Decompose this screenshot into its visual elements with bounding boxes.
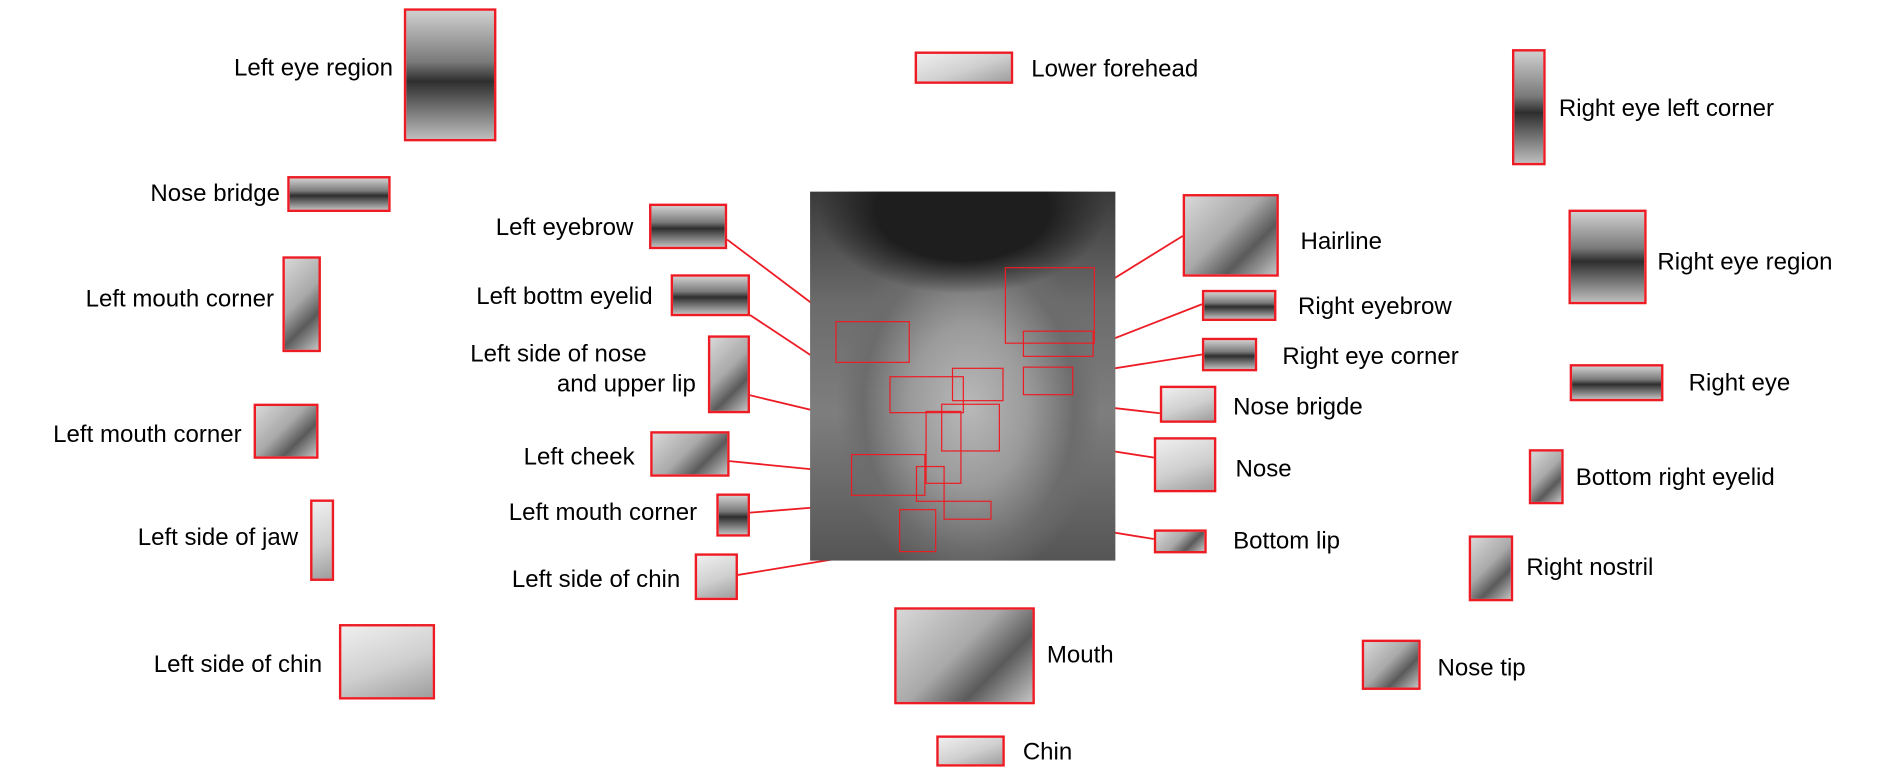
label-left-side-of-jaw: Left side of jaw [138,525,298,551]
face-box-bottom-lip [943,501,991,520]
label-lower-forehead: Lower forehead [1031,56,1198,82]
label-left-eye-region: Left eye region [234,55,393,81]
label-left-side-of-chin-outer: Left side of chin [154,652,322,678]
label-hairline: Hairline [1300,229,1382,255]
patch-hairline [1183,194,1279,277]
label-right-eyebrow: Right eyebrow [1298,293,1452,319]
label-left-mouth-corner-1: Left mouth corner [86,286,274,312]
label-right-nostril: Right nostril [1526,555,1653,581]
label-chin: Chin [1023,739,1072,765]
label-nose: Nose [1236,456,1292,482]
label-right-eye-corner: Right eye corner [1282,344,1458,370]
face-box-left-chin [899,509,936,552]
patch-left-eyebrow [649,204,727,250]
patch-left-mouth-corner-2 [254,404,319,459]
label-left-cheek: Left cheek [524,444,635,470]
label-left-side-nose-line1: Left side of nose [470,341,646,367]
patch-left-side-of-jaw [310,499,334,580]
patch-left-mouth-corner-3 [716,493,750,536]
patch-left-bottom-eyelid [671,274,750,316]
label-left-side-of-chin-inner: Left side of chin [512,567,680,593]
label-left-side-nose-line2: and upper lip [557,371,696,397]
patch-right-eye-corner [1202,338,1257,372]
label-bottom-lip: Bottom lip [1233,528,1340,554]
patch-left-mouth-corner-1 [282,256,320,352]
patch-chin [936,735,1005,766]
face-box-left-mouth-corner [916,466,945,502]
face-box-left-eyebrow [835,321,910,363]
patch-nose-tip [1362,640,1421,690]
label-mouth: Mouth [1047,642,1114,668]
patch-bottom-right-eyelid [1529,449,1564,504]
patch-left-side-of-chin-inner [695,553,738,600]
label-left-mouth-corner-2: Left mouth corner [53,422,241,448]
label-right-eye-left-corner: Right eye left corner [1559,96,1774,122]
patch-right-eye [1570,364,1664,401]
patch-left-side-of-chin-outer [339,624,435,699]
patch-right-eyebrow [1202,290,1277,321]
label-nose-tip: Nose tip [1437,655,1525,681]
face-box-nose-bridge [952,368,1004,402]
label-left-mouth-corner-3: Left mouth corner [509,499,697,525]
label-bottom-right-eyelid: Bottom right eyelid [1576,465,1775,491]
label-right-eye: Right eye [1689,370,1791,396]
patch-bottom-lip [1154,529,1207,553]
label-nose-bridge-left: Nose bridge [150,181,280,207]
patch-nose-bridge-left [287,176,390,212]
patch-right-eye-region [1568,210,1646,305]
patch-right-nostril [1469,535,1513,601]
face-box-left-cheek [851,454,926,496]
patch-lower-forehead [915,52,1014,84]
patch-left-cheek [650,431,729,477]
label-nose-brigde: Nose brigde [1233,394,1363,420]
patch-left-eye-region [404,8,497,141]
label-right-eye-region: Right eye region [1657,249,1832,275]
label-left-bottom-eyelid: Left bottm eyelid [476,284,652,310]
patch-left-side-nose [708,335,750,413]
label-left-eyebrow: Left eyebrow [496,214,634,240]
patch-mouth [894,607,1035,704]
face-box-right-eye [1023,367,1073,396]
patch-nose [1154,437,1216,492]
patch-nose-brigde [1160,386,1216,423]
face-box-right-eyebrow [1023,331,1094,357]
patch-right-eye-left-corner [1512,49,1546,165]
